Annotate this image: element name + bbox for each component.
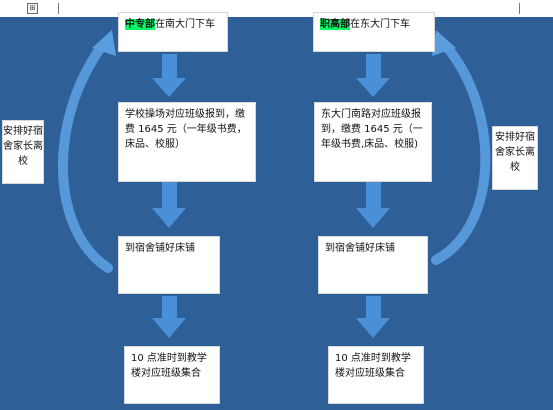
left-step1-text: 在南大门下车 xyxy=(155,19,215,30)
left-step2-box: 学校操场对应班级报到，缴费 1645 元（一年级书费，床品、校服） xyxy=(118,102,256,182)
right-note-text: 安排好宿舍家长离校 xyxy=(495,132,535,173)
left-note-box: 安排好宿舍家长离校 xyxy=(2,120,44,184)
left-dept-highlight: 中专部 xyxy=(125,19,155,30)
right-note-box: 安排好宿舍家长离校 xyxy=(492,126,538,190)
right-step1-text: 在东大门下车 xyxy=(350,19,410,30)
right-dept-highlight: 职高部 xyxy=(320,19,350,30)
left-down-arrow-2 xyxy=(152,182,186,228)
left-step2-text: 学校操场对应班级报到，缴费 1645 元（一年级书费，床品、校服） xyxy=(125,109,247,150)
left-down-arrow-1 xyxy=(152,54,186,97)
left-step4-text: 10 点准时到教学楼对应班级集合 xyxy=(131,353,207,379)
right-down-arrow-3 xyxy=(356,296,390,338)
ruler-mark xyxy=(58,3,59,14)
right-step3-text: 到宿舍铺好床铺 xyxy=(325,243,395,254)
right-return-arrowhead xyxy=(432,30,456,56)
left-down-arrow-3 xyxy=(152,296,186,338)
right-return-curve xyxy=(431,41,491,265)
left-step4-box: 10 点准时到教学楼对应班级集合 xyxy=(124,346,220,404)
left-step3-box: 到宿舍铺好床铺 xyxy=(118,236,220,294)
right-step2-box: 东大门南路对应班级报到，缴费 1645 元（一年级书费,床品、校服) xyxy=(314,102,432,182)
left-note-text: 安排好宿舍家长离校 xyxy=(3,126,43,167)
right-step2-text: 东大门南路对应班级报到，缴费 1645 元（一年级书费,床品、校服) xyxy=(321,109,423,150)
right-step3-box: 到宿舍铺好床铺 xyxy=(318,236,428,294)
right-step1-box: 职高部在东大门下车 xyxy=(313,12,435,52)
right-down-arrow-2 xyxy=(356,182,390,228)
right-down-arrow-1 xyxy=(356,54,390,97)
left-return-curve xyxy=(57,41,113,273)
left-step1-box: 中专部在南大门下车 xyxy=(118,12,228,52)
right-step4-text: 10 点准时到教学楼对应班级集合 xyxy=(335,353,411,379)
left-step3-text: 到宿舍铺好床铺 xyxy=(125,243,195,254)
right-step4-box: 10 点准时到教学楼对应班级集合 xyxy=(328,346,424,404)
ruler-mark xyxy=(519,3,520,14)
left-return-arrowhead xyxy=(92,30,116,56)
move-handle-icon[interactable]: ⊞ xyxy=(27,3,38,14)
